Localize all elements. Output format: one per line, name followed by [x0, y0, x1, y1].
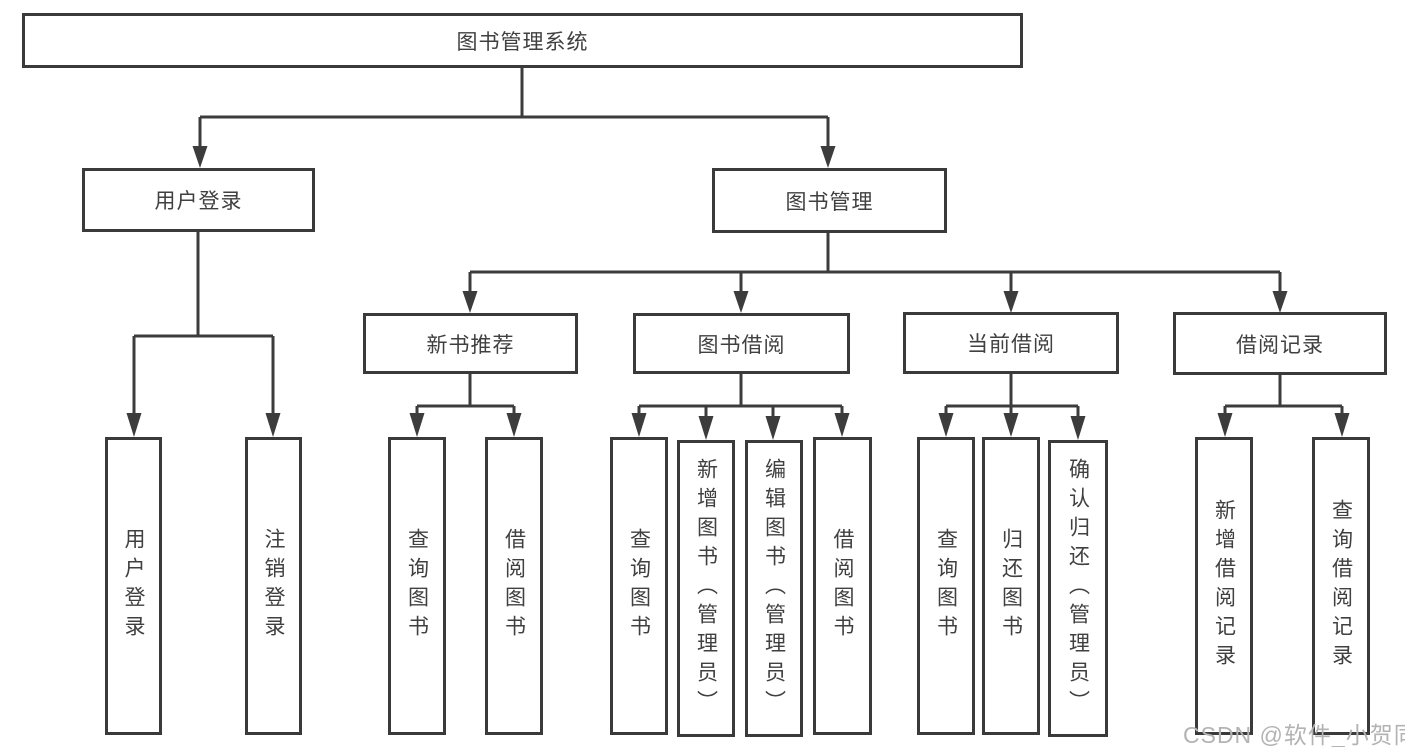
- leaf-confirm-return-admin: 确认归还（管理员）: [1048, 440, 1108, 737]
- node-book-management: 图书管理: [712, 168, 947, 233]
- leaf-return-books: 归还图书: [982, 437, 1040, 735]
- node-book-borrowing: 图书借阅: [633, 313, 850, 374]
- leaf-user-login: 用户登录: [105, 437, 162, 735]
- leaf-query-books-borrowing: 查询图书: [610, 437, 668, 735]
- leaf-query-books-recommend: 查询图书: [388, 437, 446, 735]
- leaf-add-borrow-record: 新增借阅记录: [1195, 437, 1253, 735]
- leaf-logout: 注销登录: [245, 437, 302, 735]
- leaf-query-books-current: 查询图书: [917, 437, 975, 735]
- leaf-edit-books-admin: 编辑图书（管理员）: [745, 440, 803, 737]
- node-root: 图书管理系统: [22, 13, 1023, 68]
- leaf-borrow-books-recommend: 借阅图书: [485, 437, 543, 735]
- node-new-book-recommend: 新书推荐: [363, 313, 578, 374]
- leaf-query-borrow-record: 查询借阅记录: [1312, 437, 1370, 735]
- connector-edges: [132, 68, 1344, 419]
- node-user-login: 用户登录: [82, 168, 315, 232]
- connector-arrowheads: [126, 146, 1350, 440]
- leaf-borrow-books-borrowing: 借阅图书: [813, 437, 872, 735]
- node-borrow-records: 借阅记录: [1173, 312, 1387, 375]
- leaf-add-books-admin: 新增图书（管理员）: [677, 440, 735, 737]
- node-current-borrowing: 当前借阅: [903, 312, 1119, 374]
- watermark: CSDN @软件_小贺同学: [1183, 722, 1405, 747]
